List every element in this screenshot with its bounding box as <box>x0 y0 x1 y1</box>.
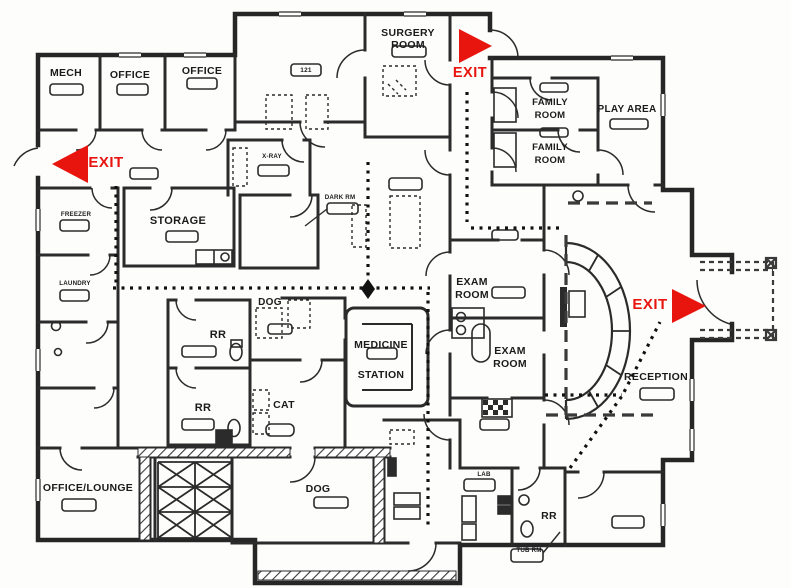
room-label-laundry: LAUNDRY <box>59 280 91 287</box>
room-label-office-2: OFFICE <box>181 65 223 77</box>
room-label-storage: STORAGE <box>149 215 207 227</box>
room-label-xray: X-RAY <box>262 153 282 160</box>
exit-arrow-left <box>52 145 88 183</box>
windows <box>34 10 696 526</box>
room-label-121: 121 <box>300 67 312 74</box>
room-label-exam-2: EXAM ROOM <box>493 345 527 370</box>
room-label-lab: LAB <box>477 471 491 478</box>
reception-desk <box>560 241 632 421</box>
room-label-rr-2: RR <box>194 402 212 414</box>
dashed-fixtures <box>232 65 421 445</box>
evacuation-routes <box>113 92 662 527</box>
exit-label-top: EXIT <box>452 65 488 81</box>
kennel-grid <box>157 461 233 539</box>
exit-arrows <box>52 29 706 323</box>
room-label-darkroom: DARK RM <box>324 194 356 201</box>
room-label-office-1: OFFICE <box>109 69 151 81</box>
room-label-family-2: FAMILY ROOM <box>532 142 568 166</box>
exit-label-right: EXIT <box>632 296 668 313</box>
room-label-tub: TUB RM <box>516 547 542 554</box>
exterior-walls <box>35 11 735 586</box>
room-label-rr-3: RR <box>541 510 557 522</box>
interior-walls <box>36 12 665 547</box>
room-label-mech: MECH <box>49 67 83 79</box>
door-arcs <box>13 29 731 572</box>
room-placards <box>49 45 675 563</box>
room-label-rr-1: RR <box>209 329 227 341</box>
route-node-diamond <box>361 279 375 299</box>
medicine-station-island <box>344 306 430 408</box>
room-label-office-lounge: OFFICE/LOUNGE <box>42 482 134 494</box>
hatched-walls <box>137 447 457 581</box>
checker-mat <box>483 400 508 415</box>
room-label-freezer: FREEZER <box>60 211 92 218</box>
room-label-family-1: FAMILY ROOM <box>532 97 568 121</box>
exit-label-left: EXIT <box>88 154 124 171</box>
fixtures <box>50 87 584 541</box>
exit-arrow-top <box>459 29 492 63</box>
room-label-play-area: PLAY AREA <box>597 104 657 115</box>
room-label-cat: CAT <box>273 399 295 411</box>
room-label-medicine-station: MEDICINE STATION <box>354 339 408 381</box>
room-label-surgery: SURGERY ROOM <box>381 27 435 51</box>
lobby-dashed-lines <box>546 201 660 417</box>
room-label-reception: RECEPTION <box>624 371 688 383</box>
room-label-dog-upper: DOG <box>258 297 282 308</box>
exit-arrow-right <box>672 289 706 323</box>
room-label-dog-lower: DOG <box>305 483 331 495</box>
room-label-exam-1: EXAM ROOM <box>455 276 489 301</box>
entry-porch <box>700 256 778 342</box>
